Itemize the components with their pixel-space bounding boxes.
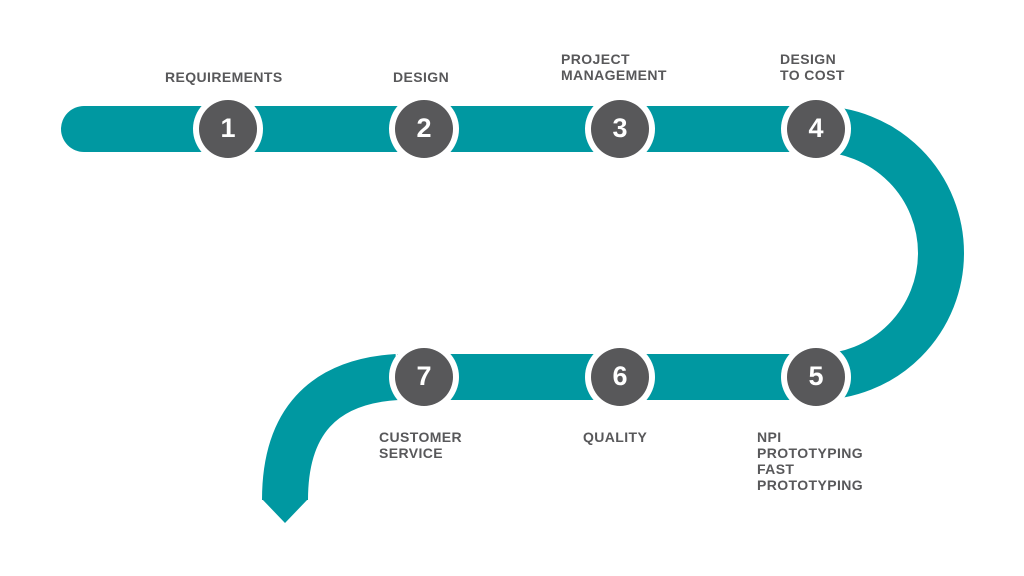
step-label-4-line-1: DESIGN	[780, 51, 837, 67]
step-label-3-line-2: MANAGEMENT	[561, 67, 667, 83]
step-label-7-line-1: CUSTOMER	[379, 429, 463, 445]
step-number: 1	[220, 113, 235, 143]
step-label-5: NPI PROTOTYPING FAST PROTOTYPING	[757, 429, 863, 493]
step-label-4-line-2: TO COST	[780, 67, 845, 83]
step-number: 7	[416, 361, 431, 391]
step-label-5-line-4: PROTOTYPING	[757, 477, 864, 493]
step-number: 5	[808, 361, 823, 391]
step-label-7-line-2: SERVICE	[379, 445, 444, 461]
step-label-6: QUALITY	[583, 429, 647, 445]
step-label-5-line-2: PROTOTYPING	[757, 445, 864, 461]
step-node-7: 7	[389, 342, 459, 412]
step-node-disc	[591, 348, 649, 406]
step-label-5-line-1: NPI	[757, 429, 782, 445]
step-node-1: 1	[193, 94, 263, 164]
step-node-3: 3	[585, 94, 655, 164]
step-number: 2	[416, 113, 431, 143]
step-label-4: DESIGN TO COST	[780, 51, 845, 83]
step-node-disc	[395, 100, 453, 158]
step-label-1: REQUIREMENTS	[165, 69, 283, 85]
track-end-arrow	[262, 499, 308, 523]
step-node-disc	[787, 100, 845, 158]
step-node-2: 2	[389, 94, 459, 164]
step-number: 3	[612, 113, 627, 143]
step-label-2: DESIGN	[393, 69, 449, 85]
step-label-3-line-1: PROJECT	[561, 51, 630, 67]
step-label-5-line-3: FAST	[757, 461, 795, 477]
step-node-6: 6	[585, 342, 655, 412]
step-nodes: 1 2 3 4 5 6 7	[193, 94, 851, 412]
step-label-3: PROJECT MANAGEMENT	[561, 51, 667, 83]
step-label-1-line-1: REQUIREMENTS	[165, 69, 283, 85]
step-label-6-line-1: QUALITY	[583, 429, 648, 445]
step-number: 4	[808, 113, 823, 143]
track-right-curve	[816, 106, 964, 400]
step-label-2-line-1: DESIGN	[393, 69, 450, 85]
step-node-disc	[199, 100, 257, 158]
track-end-curve	[262, 354, 400, 501]
step-node-disc	[787, 348, 845, 406]
step-number: 6	[612, 361, 627, 391]
step-node-4: 4	[781, 94, 851, 164]
step-node-5: 5	[781, 342, 851, 412]
step-node-disc	[395, 348, 453, 406]
step-node-disc	[591, 100, 649, 158]
step-label-7: CUSTOMER SERVICE	[379, 429, 462, 461]
